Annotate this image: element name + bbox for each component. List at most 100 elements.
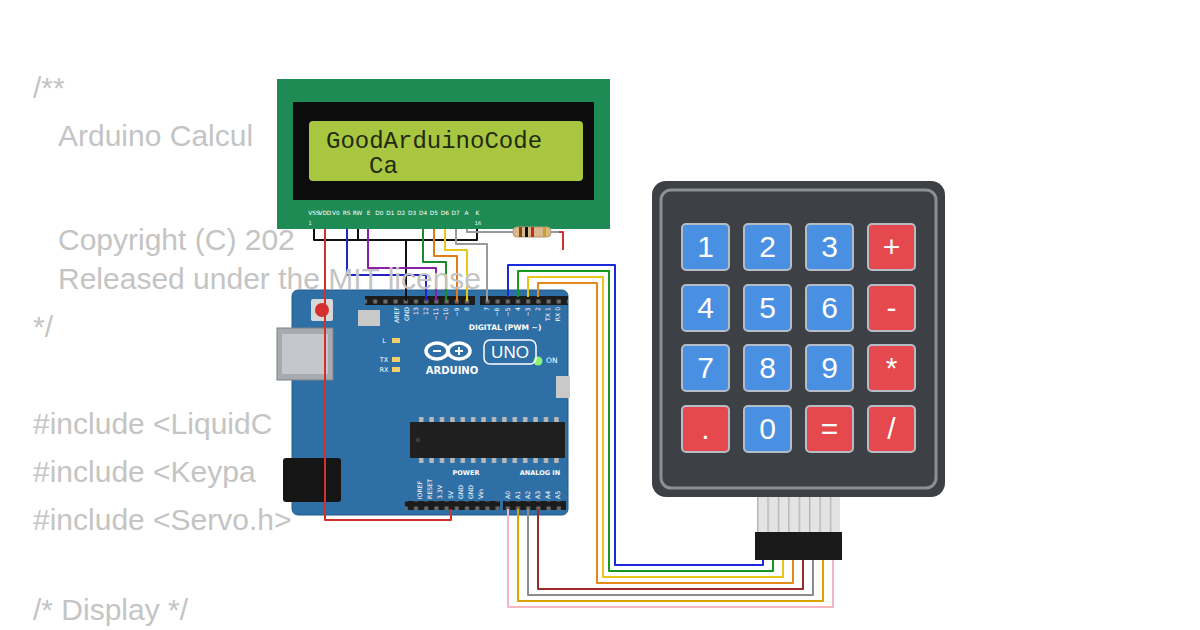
key-label: 8 (759, 353, 776, 383)
code-text: */ (33, 312, 53, 342)
lcd-text: Ca (369, 155, 398, 179)
keypad-key: 3 (805, 223, 854, 271)
keypad-body (652, 181, 945, 497)
keypad-key: 7 (681, 344, 730, 392)
pin-label: K (476, 211, 480, 217)
gnd-wire (314, 229, 477, 240)
code-text: #include <Keypa (33, 457, 256, 487)
pin-label: 3.3V (437, 485, 443, 499)
key-label: 0 (759, 414, 776, 444)
pin-label: D7 (452, 211, 460, 217)
arduino-logo (426, 343, 448, 359)
pin-label: ~10 (443, 307, 449, 320)
pin-label: ~3 (525, 307, 531, 316)
backlight-wire (467, 229, 503, 232)
keypad-key: * (867, 344, 916, 392)
pin-label: RESET (427, 479, 433, 499)
key-label: 2 (759, 232, 776, 262)
keypad-key: 2 (743, 223, 792, 271)
key-label: - (887, 293, 897, 323)
resistor-symbol (513, 227, 551, 237)
pin-label: ~5 (505, 307, 511, 316)
pin-label: A0 (505, 491, 511, 499)
code-text: Released under the MIT license (58, 264, 481, 294)
chip-pins (414, 417, 561, 422)
board-label: RX (380, 367, 389, 374)
keypad-key: . (681, 405, 730, 453)
key-label: / (887, 414, 895, 444)
keypad-key: 9 (805, 344, 854, 392)
pin-label: 7 (484, 307, 490, 311)
logo-plus (458, 347, 460, 355)
keypad-connector (755, 532, 842, 560)
pin-label: A1 (515, 491, 521, 499)
pin-header-holes (365, 296, 475, 305)
board-label: DIGITAL (PWM ~) (469, 324, 542, 332)
keypad-ribbon (757, 497, 840, 533)
keypad-key: 1 (681, 223, 730, 271)
pin-label: RX 0 (555, 307, 561, 321)
keypad-key: - (867, 284, 916, 332)
pin-label: D4 (419, 211, 427, 217)
pin-label: 8 (464, 307, 470, 311)
pin-label: D6 (441, 211, 449, 217)
code-text: #include <Servo.h> (33, 505, 292, 535)
pin-label: GND (458, 485, 464, 499)
pin-header-holes (405, 501, 500, 510)
key-label: + (883, 232, 901, 262)
code-text: Arduino Calcul (58, 121, 253, 151)
board-label: ANALOG IN (520, 470, 560, 477)
code-text: Copyright (C) 202 (58, 225, 295, 255)
keypad-key: 5 (743, 284, 792, 332)
pin-header (503, 501, 566, 510)
pin-label: D2 (397, 211, 405, 217)
pin-label: E (367, 211, 371, 217)
key-label: 6 (821, 293, 838, 323)
pin-header (405, 501, 500, 510)
key-label: 5 (759, 293, 776, 323)
pin-label: IOREF (417, 481, 423, 499)
pin-header-holes (480, 296, 568, 305)
keypad-inner-border (661, 190, 936, 488)
key-label: . (701, 414, 709, 444)
pin-label: D1 (386, 211, 394, 217)
keypad-key: 4 (681, 284, 730, 332)
power-jack (283, 458, 341, 502)
pin-header (365, 296, 475, 305)
keypad-key: 8 (743, 344, 792, 392)
pin-label: 12 (423, 307, 429, 315)
pin-label: VDD (318, 211, 331, 217)
gnd-wire (357, 229, 359, 240)
lcd-pcb (277, 79, 610, 229)
board-label: ON (546, 357, 558, 365)
chip-pins (414, 458, 561, 463)
pin-label: A4 (545, 491, 551, 499)
arduino-logo (448, 343, 470, 359)
pin-label: 13 (413, 307, 419, 315)
pin-label: RW (353, 211, 363, 217)
keypad-key: + (867, 223, 916, 271)
pin-label: ~9 (454, 307, 460, 316)
pin-label: ~6 (494, 307, 500, 316)
logo-minus (433, 350, 441, 352)
pin-number: 1 (308, 221, 311, 226)
pin-label: A5 (555, 491, 561, 499)
pin-label: 2 (535, 307, 541, 311)
resistor-band (525, 227, 528, 237)
status-led (392, 357, 400, 362)
keypad-key: / (867, 405, 916, 453)
pin-label: V0 (332, 211, 340, 217)
pin-label: ~11 (433, 307, 439, 320)
icsp-header (556, 376, 570, 398)
vcc-wire (559, 232, 563, 250)
pin-label: GND (468, 485, 474, 499)
keypad-key: 0 (743, 405, 792, 453)
reset-button-base (311, 299, 333, 321)
pin-header-holes (503, 501, 566, 510)
usb-connector-inner (282, 334, 328, 374)
key-label: 9 (821, 353, 838, 383)
chip-dot (416, 438, 421, 443)
keypad-wire (508, 265, 763, 565)
lcd-screen: GoodArduinoCodeCa (309, 121, 583, 181)
